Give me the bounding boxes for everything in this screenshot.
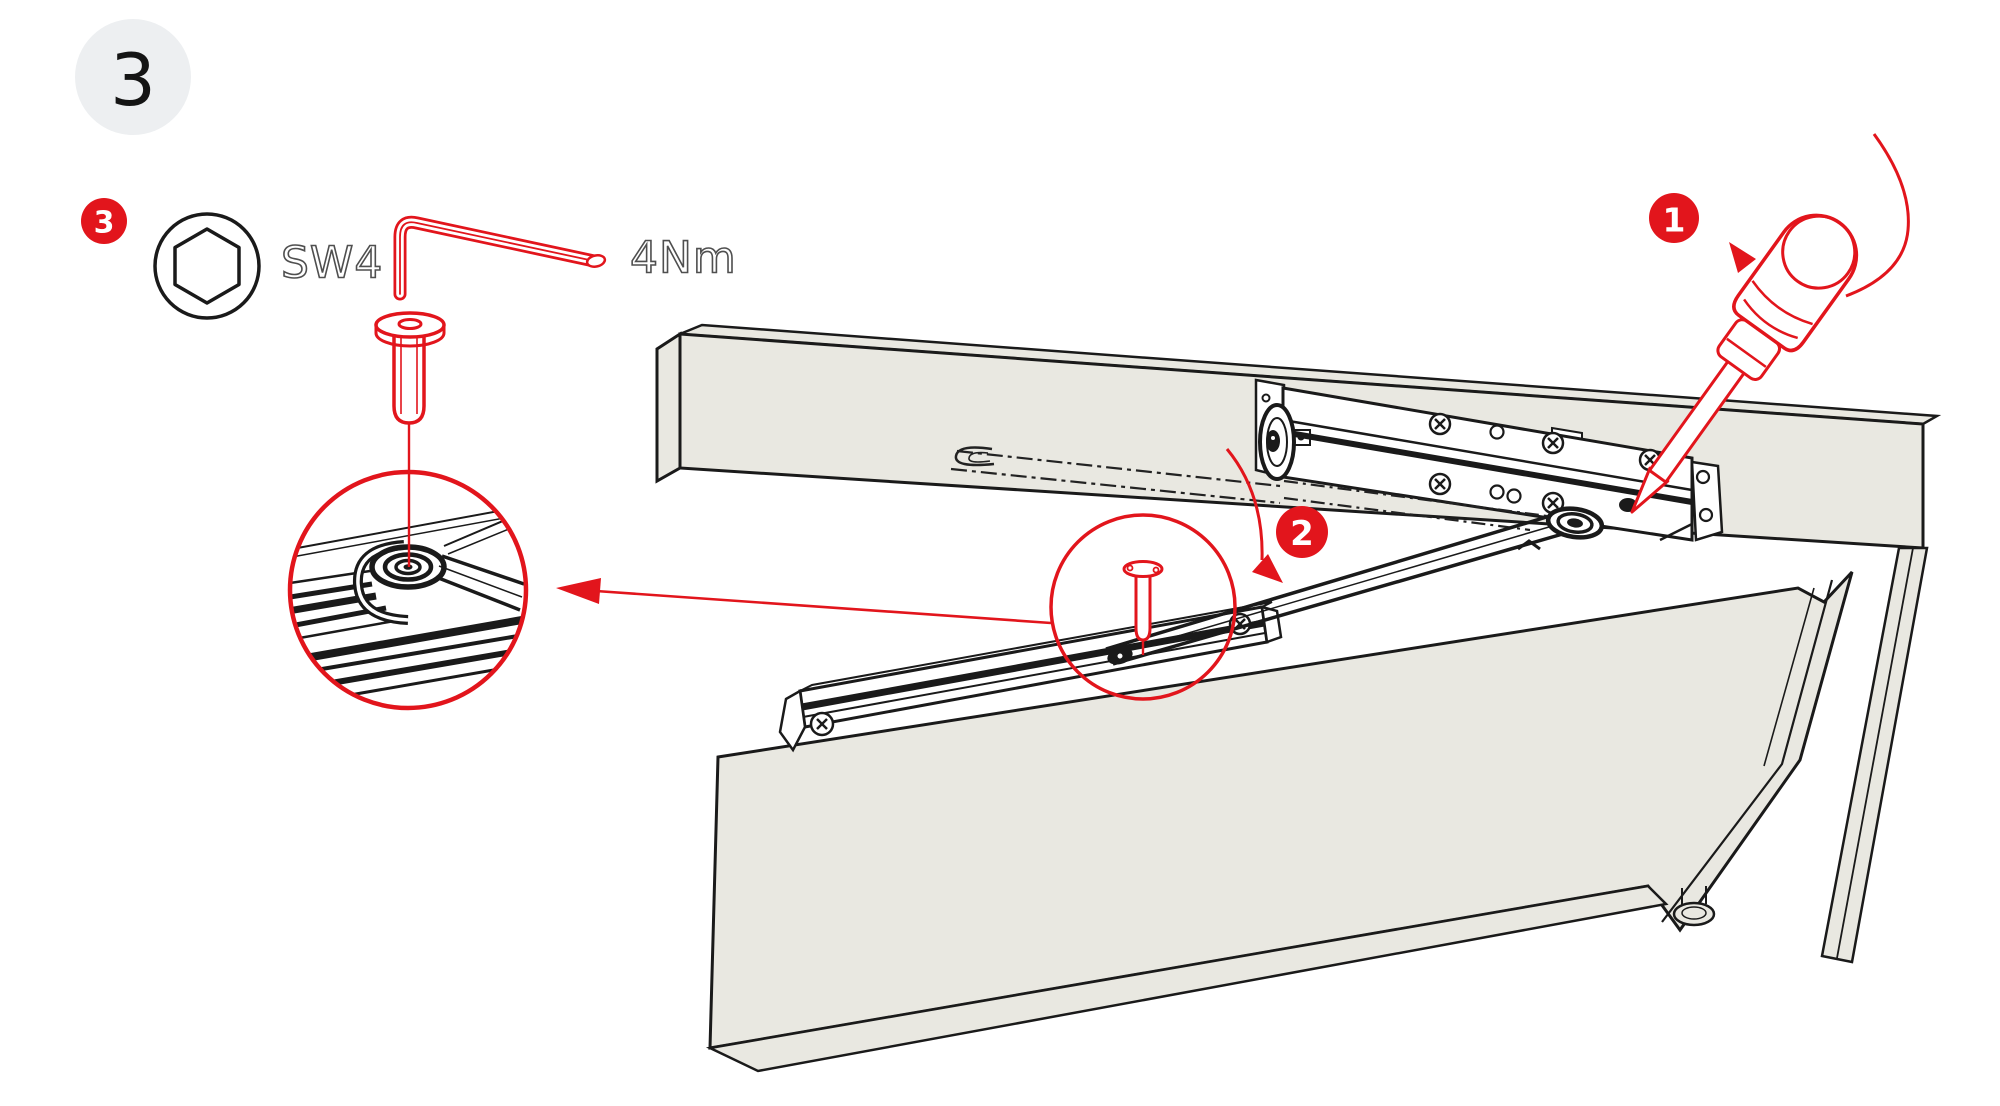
callout-badge-1: 1: [1649, 193, 1699, 243]
callout-badge-3-label: 3: [94, 206, 115, 241]
door-hinge-edge-line: [1661, 579, 1834, 923]
hinge-barrel: [1672, 901, 1716, 927]
closer-end-bevel: [1659, 522, 1693, 542]
step-number: 3: [110, 38, 156, 122]
handle-grip-arc: [1743, 298, 1799, 340]
ferrule-ring: [1726, 337, 1767, 368]
arm-chevron-mark: [1517, 539, 1541, 551]
hinge-barrel-inner: [1681, 906, 1707, 920]
magnified-mechanism-detail: [290, 505, 526, 704]
closer-detail-dot: [1297, 433, 1305, 441]
hidden-channel-line-upper: [956, 449, 1281, 488]
door-front-face: [708, 570, 1854, 1050]
callout-2-arrow: [1225, 448, 1283, 583]
screwdriver-tip-flute: [1634, 479, 1647, 503]
frame-header-end-face: [655, 331, 682, 484]
closer-spindle-hub-dot: [1271, 436, 1275, 440]
door-hinge-edge-line-2: [1763, 587, 1815, 767]
rail-screw-left: [809, 711, 835, 737]
detail-zoom-circle-small: [1049, 513, 1237, 701]
arm-center-line: [1109, 521, 1567, 657]
zoom-arrow: [556, 578, 1052, 625]
arm-edge-top: [1105, 511, 1561, 651]
extension-hole: [1698, 507, 1714, 523]
fixing-pin-icon: [374, 311, 446, 567]
hex-socket-hexagon: [173, 227, 241, 305]
torque-label: 4Nm: [630, 233, 737, 284]
arm-slider: [1107, 647, 1133, 665]
closer-screws-bottom: [1428, 472, 1565, 515]
zoom-arrowhead: [556, 578, 601, 604]
arm-pivot: [1545, 506, 1605, 540]
hex-socket-icon: [153, 212, 261, 320]
bracket-hole: [1261, 393, 1271, 403]
rail-slot-line: [802, 632, 1266, 718]
arm-edge-bottom: [1112, 529, 1574, 666]
closer-band-line: [1282, 418, 1693, 492]
washer-icon: [374, 311, 446, 348]
handle-grip-arc: [1751, 280, 1813, 326]
rotation-arrow-arc: [1845, 133, 1910, 298]
handle-end-dome: [1781, 214, 1857, 290]
callout-badge-2-label: 2: [1290, 514, 1314, 554]
hidden-channel-end-hook-inner: [968, 451, 991, 463]
allen-key-icon: [393, 215, 607, 301]
rail-left-end-cap: [778, 688, 807, 753]
hidden-channel-end-hook: [954, 446, 995, 467]
magnifier-circle-small: [1049, 513, 1237, 701]
screwdriver-tip-flute: [1639, 488, 1659, 507]
door-frame-jamb: [1820, 546, 1929, 964]
callout-2-arrowhead: [1252, 554, 1283, 583]
door-closer-body: [1254, 378, 1724, 542]
detail-zoom-circle-large: [287, 469, 529, 711]
rotation-arrowhead: [1729, 242, 1756, 273]
jamb-edge-line: [1836, 547, 1914, 959]
fixing-pin-small: [1122, 560, 1164, 655]
closer-arm: [1105, 506, 1605, 666]
hidden-channel-line-lower: [950, 467, 1281, 505]
allen-key-tip: [585, 254, 607, 268]
closer-groove: [1282, 429, 1693, 505]
callout-badge-2: 2: [1276, 506, 1328, 558]
socket-size-label: SW4: [281, 238, 383, 289]
closer-axis-line-upper: [1283, 479, 1548, 518]
callout-badge-1-label: 1: [1663, 201, 1686, 240]
rail-slot: [801, 619, 1265, 711]
door-panel: [705, 570, 1854, 1073]
screwdriver-icon: [1630, 133, 1910, 514]
callout-badge-3: 3: [81, 198, 127, 244]
closer-spindle-hub: [1266, 430, 1280, 452]
extension-hole: [1695, 469, 1711, 485]
door-bottom-bevel: [705, 884, 1669, 1073]
step-number-circle: 3: [75, 19, 191, 135]
